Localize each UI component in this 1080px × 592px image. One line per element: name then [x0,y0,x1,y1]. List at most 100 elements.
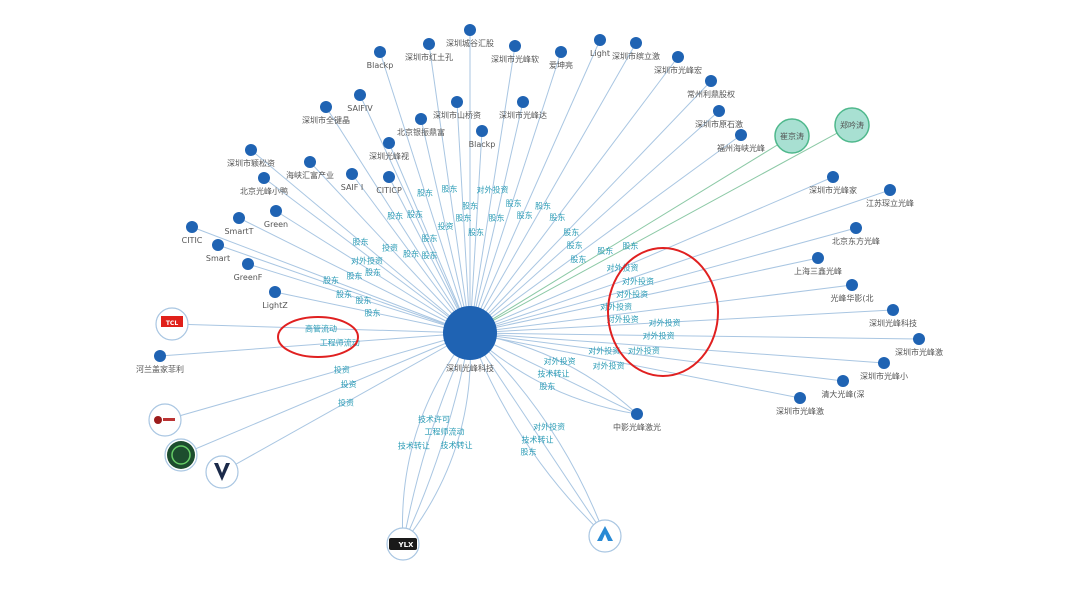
company-node[interactable] [269,286,281,298]
edge-label: 股东 [355,295,371,305]
edge-label: 投资 [438,221,454,231]
company-node[interactable] [154,350,166,362]
company-node[interactable] [346,168,358,180]
edge [309,161,471,334]
logo-node[interactable] [205,455,239,489]
edge [191,226,471,334]
company-node[interactable] [812,252,824,264]
company-node[interactable] [374,46,386,58]
edge-label: 股东 [517,210,533,220]
edge [217,244,471,334]
company-node[interactable] [827,171,839,183]
edge-label: 股东 [567,240,583,250]
edge [159,332,471,357]
company-node[interactable] [451,96,463,108]
edge-label: 技术转让 [441,440,473,450]
edge [469,45,516,334]
edge-label: 股东 [442,184,458,194]
company-node[interactable] [258,172,270,184]
company-node-label: SmartT [224,227,253,236]
company-node[interactable] [672,51,684,63]
edge-label: 股东 [407,209,423,219]
company-node-label: 常州利鼎股权 [687,89,735,99]
company-node-label: 北京银振鼎富 [397,127,445,137]
center-node[interactable] [443,306,497,360]
edge-label: 工程师流动 [425,426,465,436]
company-node-label: 深圳市光峰小 [860,371,908,381]
edge [469,135,793,334]
company-node[interactable] [594,34,606,46]
company-node[interactable] [242,258,254,270]
edge [469,124,853,334]
a-logo-icon [597,526,613,541]
company-node[interactable] [383,137,395,149]
edge-label: 股东 [462,201,478,211]
company-node[interactable] [320,101,332,113]
edge-label: 对外投资 [588,345,620,355]
edge [469,332,920,340]
edge [180,332,471,456]
company-node[interactable] [270,205,282,217]
edge [325,106,471,334]
company-node[interactable] [794,392,806,404]
edge [359,94,471,334]
edge [401,332,471,545]
company-node[interactable] [705,75,717,87]
person-node[interactable] [774,118,810,154]
company-node[interactable] [887,304,899,316]
edge-label: 股东 [570,254,586,264]
company-node[interactable] [186,221,198,233]
company-node-label: 深圳市红土孔 [405,52,453,62]
edge-label: 投资 [382,243,398,253]
edge-label: 股东 [323,275,339,285]
company-node[interactable] [509,40,521,52]
company-node[interactable] [354,89,366,101]
ylx-logo-icon [389,538,417,550]
edge [402,332,471,545]
company-node-label: SAIF I [341,183,364,192]
company-node[interactable] [846,279,858,291]
person-node[interactable] [834,107,870,143]
company-node[interactable] [415,113,427,125]
company-node[interactable] [464,24,476,36]
company-node-label: 深圳市缤立激 [612,51,660,61]
company-node[interactable] [245,144,257,156]
company-node[interactable] [713,105,725,117]
edge-label: 对外投资 [593,360,625,370]
edge [275,210,471,334]
logo-text: TCL [166,320,178,327]
red-emblem-logo-icon [154,416,162,424]
edge-label: 对外投资 [351,256,383,266]
edge [469,332,885,364]
company-node[interactable] [304,156,316,168]
edge-label: 股东 [489,213,505,223]
company-node[interactable] [850,222,862,234]
company-node[interactable] [878,357,890,369]
edge-label: 股东 [539,381,555,391]
logo-node[interactable] [588,519,622,553]
company-node[interactable] [631,408,643,420]
company-node[interactable] [476,125,488,137]
edge [469,39,601,334]
company-node[interactable] [233,212,245,224]
company-node-label: 中影光峰激光 [613,422,661,432]
company-node[interactable] [383,171,395,183]
company-node[interactable] [837,375,849,387]
company-node[interactable] [884,184,896,196]
company-node[interactable] [212,239,224,251]
edge-label: 技术转让 [398,441,430,451]
company-node[interactable] [913,333,925,345]
company-node[interactable] [555,46,567,58]
edge-label: 股东 [456,213,472,223]
company-node-label: CITIC [182,236,203,245]
company-node[interactable] [517,96,529,108]
edge [469,56,679,334]
company-node[interactable] [423,38,435,50]
company-node[interactable] [735,129,747,141]
company-node[interactable] [630,37,642,49]
edge [469,332,844,382]
edge [238,217,471,334]
company-node-label: 深圳市光峰软 [491,54,539,64]
edge [402,332,471,545]
edge [469,227,857,334]
